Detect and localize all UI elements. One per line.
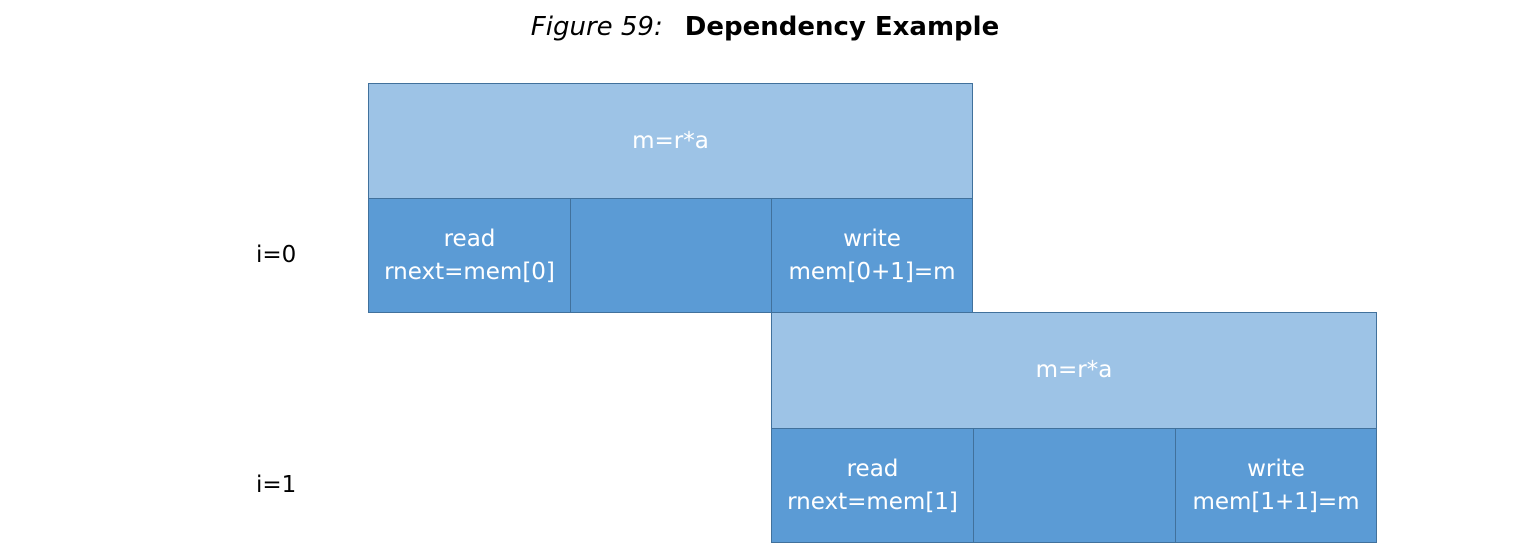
iteration-0-middle-block <box>570 198 772 313</box>
iteration-0-label: i=0 <box>256 242 297 268</box>
iteration-0-compute-block: m=r*a <box>368 83 973 199</box>
compute-label: m=r*a <box>632 127 709 154</box>
read-title: read <box>443 225 496 252</box>
read-expression: rnext=mem[1] <box>787 488 958 515</box>
write-expression: mem[0+1]=m <box>788 258 956 285</box>
iteration-0-read-block: read rnext=mem[0] <box>368 198 571 313</box>
iteration-1-read-block: read rnext=mem[1] <box>771 428 974 543</box>
iteration-0-write-block: write mem[0+1]=m <box>771 198 973 313</box>
figure-caption: Figure 59: Dependency Example <box>0 10 1530 44</box>
iteration-1-compute-block: m=r*a <box>771 312 1377 429</box>
read-title: read <box>846 455 899 482</box>
iteration-1-middle-block <box>973 428 1176 543</box>
figure-title: Dependency Example <box>684 12 1000 42</box>
iteration-1-write-block: write mem[1+1]=m <box>1175 428 1377 543</box>
figure-number: Figure 59: <box>530 12 663 42</box>
write-title: write <box>843 225 901 252</box>
write-title: write <box>1247 455 1305 482</box>
write-expression: mem[1+1]=m <box>1192 488 1360 515</box>
iteration-1-label: i=1 <box>256 472 297 498</box>
compute-label: m=r*a <box>1035 357 1113 383</box>
read-expression: rnext=mem[0] <box>384 258 555 285</box>
